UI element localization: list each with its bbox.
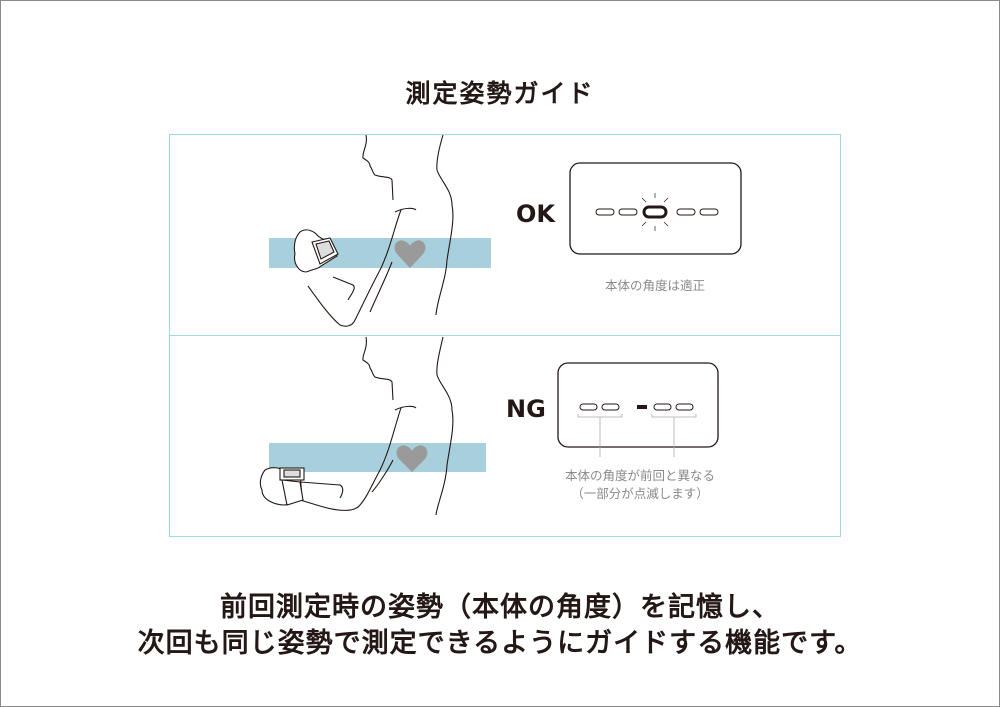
ng-caption-line2: （一部分が点滅します）	[571, 486, 709, 501]
ng-label: NG	[506, 395, 546, 423]
indicator-segment	[699, 208, 719, 216]
blink-rays-icon	[641, 193, 669, 231]
description-line1: 前回測定時の姿勢（本体の角度）を記憶し、	[220, 592, 780, 623]
indicator-segment	[579, 403, 598, 411]
indicator-dash	[637, 405, 647, 409]
ok-caption: 本体の角度は適正	[604, 278, 705, 293]
ng-caption-line1: 本体の角度が前回と異なる	[564, 468, 715, 483]
indicator-segment	[618, 208, 638, 216]
ok-label: OK	[516, 200, 555, 228]
person-ng-illustration	[259, 336, 486, 516]
callout-lines	[577, 414, 697, 457]
panel-divider	[169, 335, 841, 336]
page-title: 測定姿勢ガイド	[405, 79, 595, 108]
description-line2: 次回も同じ姿勢で測定できるようにガイドする機能です。	[137, 628, 863, 659]
indicator-segment	[675, 403, 694, 411]
heart-icon	[396, 445, 428, 472]
indicator-segment	[601, 403, 620, 411]
ng-display	[557, 362, 719, 457]
person-ok-illustration	[269, 134, 491, 327]
ok-display	[569, 162, 742, 255]
indicator-segment-active	[642, 205, 668, 219]
indicator-segment	[676, 208, 696, 216]
indicator-segment	[595, 208, 615, 216]
heart-icon	[394, 240, 426, 268]
indicator-segment	[653, 403, 672, 411]
